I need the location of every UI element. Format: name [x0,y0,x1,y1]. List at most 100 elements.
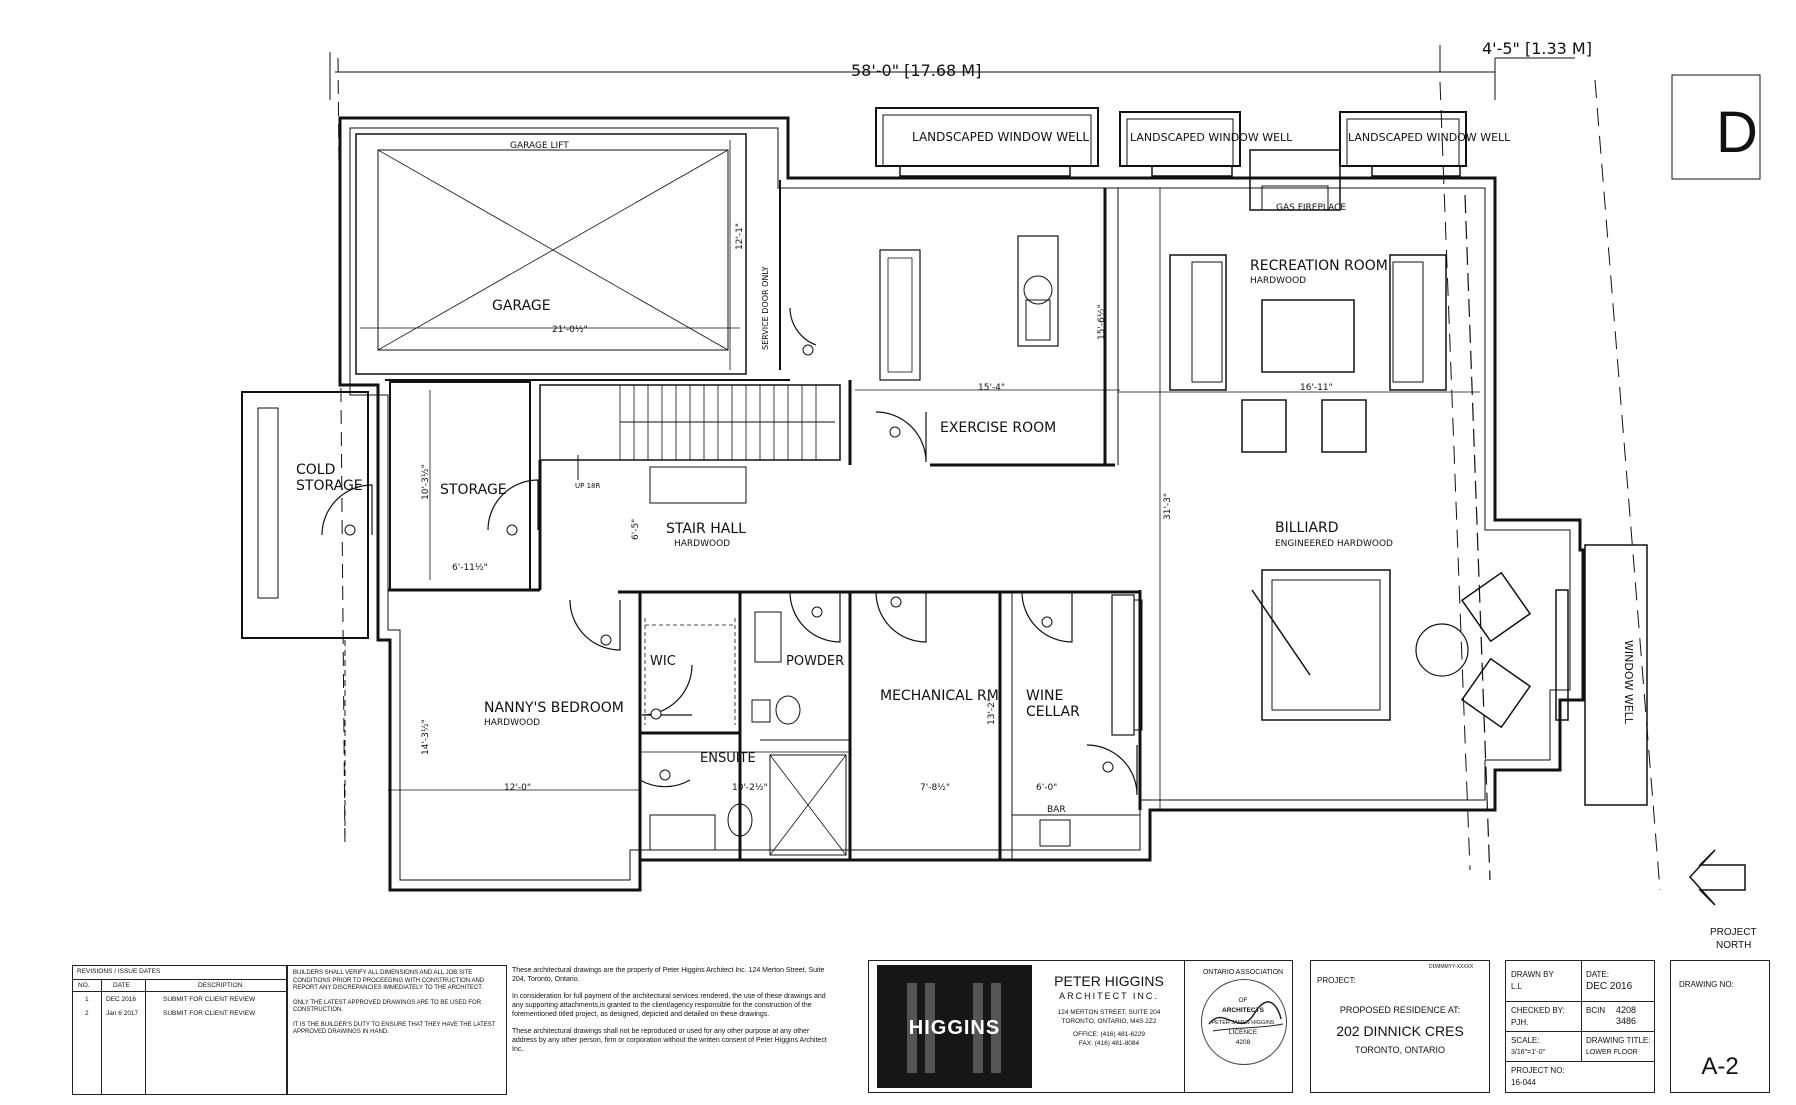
up-label: UP 18R [575,482,600,490]
wine-cellar-label-1: WINE [1026,688,1063,704]
bcin-value-2: 3486 [1616,1016,1637,1026]
checked-by-value: PJH. [1511,1018,1529,1027]
legal-notes: These architectural drawings are the pro… [512,966,832,1094]
drawing-title-label: DRAWING TITLE: [1586,1036,1651,1045]
seal-ring-top: ONTARIO ASSOCIATION [1202,969,1284,976]
exterior-wall [338,116,1585,892]
exercise-depth-dim: 15'-6½" [1097,304,1107,340]
stair-depth-dim: 6'-5" [631,519,641,540]
firm-address-2: TORONTO, ONTARIO, M4S 2Z2 [1061,1018,1157,1025]
rev-row-2-desc: SUBMIT FOR CLIENT REVIEW [163,1010,256,1017]
right-offset-dimension: 4'-5" [1.33 M] [1482,39,1592,58]
signature-icon [1208,1001,1284,1032]
rev-header-date: DATE [113,982,130,989]
scale-label: SCALE: [1511,1036,1540,1045]
project-no-value: 16-044 [1511,1078,1536,1087]
stair-hall-label: STAIR HALL [666,521,746,537]
project-no-label: PROJECT NO: [1511,1066,1565,1075]
revisions-table: REVISIONS / ISSUE DATES NO. DATE DESCRIP… [72,965,287,1095]
builder-note-2: ONLY THE LATEST APPROVED DRAWINGS ARE TO… [293,999,482,1014]
date-label: DATE: [1586,970,1609,979]
garage-lift-label: GARAGE LIFT [510,141,569,151]
firm-block: HIGGINS PETER HIGGINS ARCHITECT INC. 124… [868,960,1293,1093]
stair-floor-label: HARDWOOD [674,539,730,549]
bar-label: BAR [1047,805,1066,815]
recreation-room-label: RECREATION ROOM [1250,258,1388,274]
date-value: DEC 2016 [1586,981,1633,992]
exercise-room-label: EXERCISE ROOM [940,420,1056,436]
project-block: DDMMMYY-XXXXX PROJECT: PROPOSED RESIDENC… [1310,960,1490,1093]
firm-fax: FAX: (416) 481-8084 [1078,1040,1140,1047]
storage-depth-dim: 10'-3½" [421,464,431,500]
north-arrow-icon [1688,849,1746,906]
nanny-bedroom-label: NANNY'S BEDROOM [484,700,624,716]
recreation-width-dim: 16'-11" [1300,383,1333,393]
nanny-floor-label: HARDWOOD [484,718,540,728]
garage-label: GARAGE [492,298,551,314]
rev-row-2-no: 2 [85,1010,89,1017]
rev-row-1-date: DEC 2016 [106,996,136,1003]
seal-licence: LICENCE [1228,1029,1258,1036]
rev-header-no: NO. [78,982,90,989]
exercise-width-dim: 15'-4" [978,383,1005,393]
garage-width-dim: 21'-0½" [552,325,588,335]
mechanical-depth-dim: 13'-2" [987,698,997,725]
builder-note-1: BUILDERS SHALL VERIFY ALL DIMENSIONS AND… [293,970,485,991]
architect-seal: ONTARIO ASSOCIATION OF ARCHITECTS PETER … [1199,969,1289,1085]
firm-address-1: 124 MERTON STREET, SUITE 204 [1057,1009,1161,1016]
firm-sub: ARCHITECT INC. [1059,991,1159,1001]
drawn-by-label: DRAWN BY [1511,970,1554,979]
scale-value: 3/16"=1'-0" [1511,1049,1546,1056]
seal-of: OF [1238,997,1248,1004]
billiard-depth-dim: 31'-3" [1163,493,1173,520]
seal-architects: ARCHITECTS [1222,1007,1264,1014]
bcin-value-1: 4208 [1616,1005,1637,1015]
sheet-letter: D [1716,100,1758,165]
rev-row-1-desc: SUBMIT FOR CLIENT REVIEW [163,996,256,1003]
firm-office-phone: OFFICE: (416) 481-6229 [1073,1031,1145,1038]
rev-row-1-no: 1 [85,996,89,1003]
window-well-label-3: LANDSCAPED WINDOW WELL [1348,131,1511,144]
north-label-2: NORTH [1716,940,1751,951]
drawing-no-label: DRAWING NO: [1679,980,1734,989]
firm-name: PETER HIGGINS [1054,973,1164,989]
project-stamp: DDMMMYY-XXXXX [1429,964,1474,970]
seal-number: 4208 [1235,1039,1251,1046]
logo-text: HIGGINS [908,1017,1001,1039]
project-address: 202 DINNICK CRES [1336,1023,1464,1039]
powder-label: POWDER [786,654,844,669]
garage-depth-dim: 12'-1" [735,223,745,250]
window-well-right-label: WINDOW WELL [1622,640,1635,725]
nanny-width-dim: 12'-0" [504,783,531,793]
ensuite-width-dim: 10'-2½" [732,783,768,793]
overall-dimension: 58'-0" [17.68 M] [851,61,981,80]
cold-storage-label-2: STORAGE [296,478,363,494]
wine-cellar-label-2: CELLAR [1026,704,1080,720]
window-well-label-1: LANDSCAPED WINDOW WELL [912,130,1089,144]
higgins-logo: HIGGINS [877,965,1032,1088]
rev-header-desc: DESCRIPTION [198,982,243,989]
mechanical-room-label: MECHANICAL RM [880,688,999,704]
north-label-1: PROJECT [1710,927,1757,938]
mechanical-width-dim: 7'-8½" [920,783,950,793]
storage-label: STORAGE [440,482,507,498]
project-line-1: PROPOSED RESIDENCE AT: [1339,1005,1461,1015]
project-city: TORONTO, ONTARIO [1354,1045,1445,1055]
nanny-depth-dim: 14'-3½" [421,719,431,755]
wine-width-dim: 6'-0" [1036,783,1057,793]
checked-by-label: CHECKED BY: [1511,1006,1565,1015]
builder-notes: BUILDERS SHALL VERIFY ALL DIMENSIONS AND… [287,965,507,1095]
builder-note-3: IT IS THE BUILDER'S DUTY TO ENSURE THAT … [293,1021,496,1036]
gas-fireplace-label: GAS FIREPLACE [1276,203,1346,213]
legal-note-3: These architectural drawings shall not b… [512,1028,827,1053]
legal-note-1: These architectural drawings are the pro… [512,967,825,983]
service-door-label: SERVICE DOOR ONLY [761,266,770,350]
wic-label: WIC [650,654,676,669]
window-well-label-2: LANDSCAPED WINDOW WELL [1130,131,1293,144]
info-block: DRAWN BY L.L DATE: DEC 2016 CHECKED BY: … [1505,960,1655,1093]
drawn-by-value: L.L [1511,982,1523,991]
billiard-label: BILLIARD [1275,520,1339,536]
legal-note-2: In consideration for full payment of the… [512,993,826,1018]
bcin-label: BCIN [1586,1006,1606,1015]
